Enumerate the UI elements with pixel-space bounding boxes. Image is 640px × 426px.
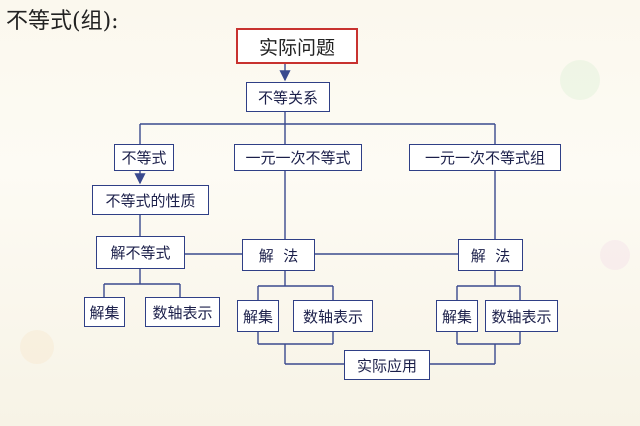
- node-method-mid: 解 法: [242, 239, 315, 271]
- node-numberline-mid: 数轴表示: [293, 300, 373, 332]
- node-method-right: 解 法: [458, 239, 523, 271]
- node-linear-system: 一元一次不等式组: [409, 144, 561, 171]
- node-properties: 不等式的性质: [92, 185, 209, 215]
- node-solution-set-left: 解集: [84, 297, 125, 327]
- node-numberline-right: 数轴表示: [485, 300, 558, 332]
- node-numberline-left: 数轴表示: [145, 297, 220, 327]
- node-solution-set-right: 解集: [436, 300, 478, 332]
- node-relation: 不等关系: [246, 82, 330, 112]
- node-inequality: 不等式: [114, 144, 174, 171]
- node-solution-set-mid: 解集: [237, 300, 279, 332]
- node-solve: 解不等式: [96, 236, 185, 269]
- background-decoration: [600, 240, 630, 270]
- node-application: 实际应用: [344, 350, 430, 380]
- node-problem: 实际问题: [236, 28, 358, 64]
- node-linear-inequality: 一元一次不等式: [234, 144, 362, 171]
- background-decoration: [560, 60, 600, 100]
- page-title: 不等式(组):: [6, 9, 119, 34]
- background-decoration: [20, 330, 54, 364]
